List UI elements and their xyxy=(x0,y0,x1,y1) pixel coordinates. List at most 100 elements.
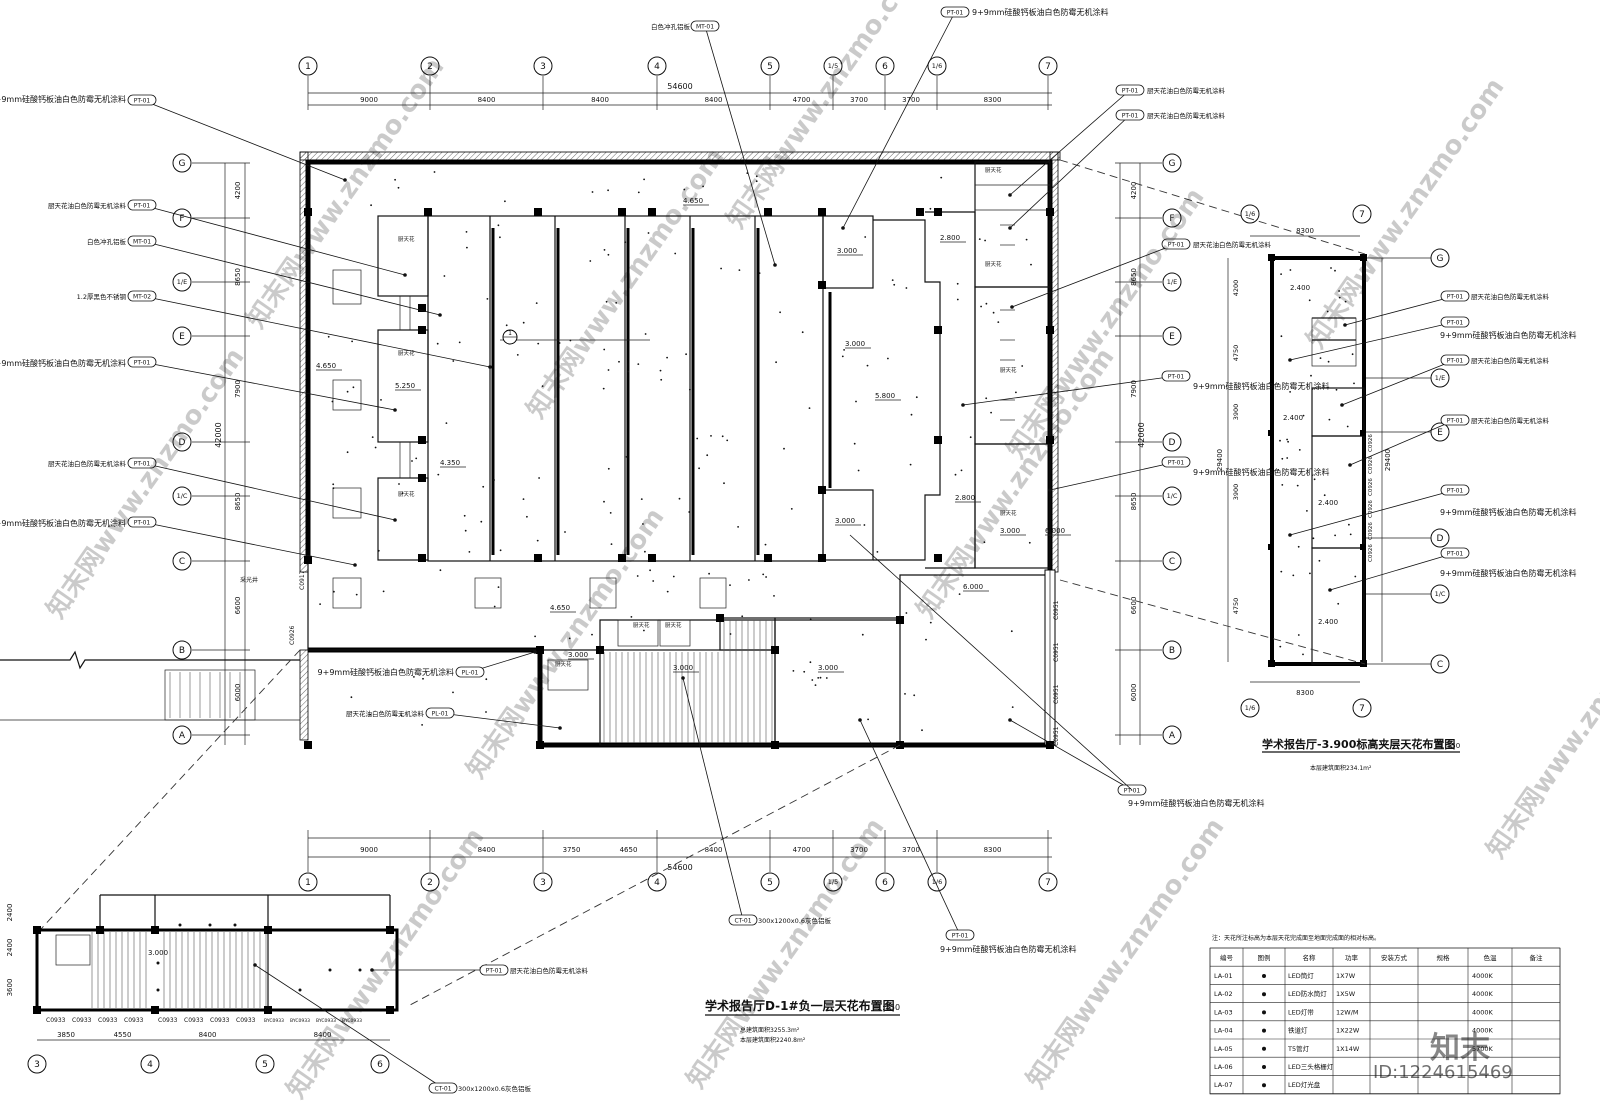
legend-symbol xyxy=(1262,974,1266,978)
mezzanine-ceiling-mark xyxy=(1289,391,1291,393)
bottom-dimension-chain: 54600 xyxy=(308,837,1052,872)
mezzanine-ceiling-mark xyxy=(1327,360,1330,363)
bottom-grid-bubble-label: 2 xyxy=(427,878,433,888)
callout-code-tag xyxy=(1161,370,1191,382)
structural-column xyxy=(934,326,942,334)
ceiling-mark xyxy=(615,302,618,304)
ceiling-height: 3.000 xyxy=(837,247,857,255)
structural-column xyxy=(916,208,924,216)
callout-text: 9+9mm硅酸钙板油白色防霉无机涂料 xyxy=(972,7,1108,17)
ceiling-mark xyxy=(569,339,572,342)
bottom-dimension: 8300 xyxy=(984,846,1002,854)
callout-leader-dot xyxy=(681,676,685,680)
callout-leader xyxy=(842,11,956,229)
ceiling-mark xyxy=(721,435,724,438)
ceiling-mark xyxy=(482,485,485,488)
detail-grid-bubble-label: 5 xyxy=(262,1060,268,1070)
callout-text: 厨天花油白色防霉无机涂料 xyxy=(48,459,127,468)
mezzanine-ceiling-mark xyxy=(1334,534,1336,537)
callout-code: PT-01 xyxy=(1447,417,1464,424)
top-dimension: 8400 xyxy=(705,96,723,104)
right-dimension: 8650 xyxy=(1130,268,1138,286)
mezzanine-grid-bubble-circle xyxy=(1240,698,1260,718)
ceiling-mark xyxy=(666,356,668,359)
detail-door-code: C0933 xyxy=(158,1017,178,1024)
bottom-grid-bubble-circle xyxy=(875,872,895,892)
right-dimension: 8650 xyxy=(1130,493,1138,511)
ceiling-mark xyxy=(640,498,643,500)
detail-column xyxy=(264,1006,272,1014)
mezzanine-ceiling-mark xyxy=(1346,425,1349,428)
ceiling-mark xyxy=(909,463,912,466)
top-grid-bubble-circle xyxy=(1038,56,1058,76)
mezzanine-ceiling-mark xyxy=(1289,269,1292,271)
legend-code: LA-05 xyxy=(1214,1045,1233,1053)
ceiling-mark xyxy=(809,661,812,664)
ceiling-height: 4.650 xyxy=(316,362,336,370)
ceiling-mark xyxy=(702,185,704,188)
structural-column xyxy=(648,554,656,562)
left-grid-bubble-label: C xyxy=(179,557,185,567)
mezzanine-grid-bubble-circle xyxy=(1352,204,1372,224)
detail-door-code: BYC0933 xyxy=(316,1018,336,1024)
left-grid-bubble-label: D xyxy=(179,438,186,448)
callout-code-tag xyxy=(127,235,157,247)
mezzanine-ceiling-mark xyxy=(1349,533,1352,536)
top-dimension: 4700 xyxy=(793,96,811,104)
ceiling-height: 3.000 xyxy=(673,664,693,672)
ceiling-mark xyxy=(729,633,732,635)
ceiling-mark xyxy=(607,369,610,371)
top-grid-bubble-label: 1/6 xyxy=(932,62,942,70)
legend-header: 图例 xyxy=(1258,953,1271,962)
callout-code: CT-01 xyxy=(434,1085,451,1092)
right-dimension: 6000 xyxy=(1130,684,1138,702)
mezzanine-grid-bubble-label: 7 xyxy=(1359,704,1365,714)
ceiling-mark xyxy=(925,638,927,641)
ceiling-mark xyxy=(764,543,767,546)
right-grid-bubble-label: A xyxy=(1169,731,1176,741)
structural-column xyxy=(934,208,942,216)
callout-code-tag xyxy=(1115,84,1145,96)
ceiling-mark xyxy=(678,497,681,500)
detail-ceiling-mark xyxy=(208,923,212,927)
ceiling-mark xyxy=(893,283,896,286)
left-total-dimension: 42000 xyxy=(214,422,223,447)
mezzanine-area: 本层建筑面积234.1m² xyxy=(1310,764,1372,772)
callout-code: PT-01 xyxy=(134,97,151,104)
bottom-grid-bubble-circle xyxy=(420,872,440,892)
ceiling-mark xyxy=(792,670,795,672)
callout-code: PT-01 xyxy=(134,519,151,526)
ceiling-mark xyxy=(729,584,731,586)
ceiling-mark xyxy=(370,204,372,207)
mezzanine-grid-bubble-label: 7 xyxy=(1359,210,1365,220)
detail-column xyxy=(264,926,272,934)
ceiling-mark xyxy=(696,437,699,440)
detail-grid-bubble-label: 3 xyxy=(34,1060,40,1070)
ceiling-mark xyxy=(720,267,722,270)
callout-leader xyxy=(141,462,396,521)
top-dimension: 9000 xyxy=(360,96,378,104)
mezzanine-grid-bubble-label: 1/6 xyxy=(1245,704,1255,712)
callout-code: PT-01 xyxy=(134,202,151,209)
mezzanine-left-total: 29400 xyxy=(1216,449,1224,471)
ceiling-mark xyxy=(992,311,995,314)
callout-code: PT-01 xyxy=(1447,550,1464,557)
detail-column xyxy=(151,1006,159,1014)
ceiling-mark xyxy=(689,388,691,391)
mezzanine-door-code: C0926 xyxy=(1368,500,1374,518)
mezzanine-ceiling-mark xyxy=(1330,267,1332,269)
callout-code-tag xyxy=(127,94,157,106)
ceiling-mark xyxy=(803,670,806,673)
left-dimension: 4200 xyxy=(234,182,242,200)
ceiling-mark xyxy=(779,311,781,314)
callout-code-tag xyxy=(455,666,485,678)
ceiling-mark xyxy=(603,249,606,251)
ceiling-mark xyxy=(985,397,988,400)
ceiling-mark xyxy=(762,573,765,576)
room-label: 厨天花 xyxy=(555,660,572,668)
legend-header: 名称 xyxy=(1303,953,1317,962)
callout-leader xyxy=(141,521,356,566)
callout-text: 9+9mm硅酸钙板油白色防霉无机涂料 xyxy=(1440,330,1576,340)
